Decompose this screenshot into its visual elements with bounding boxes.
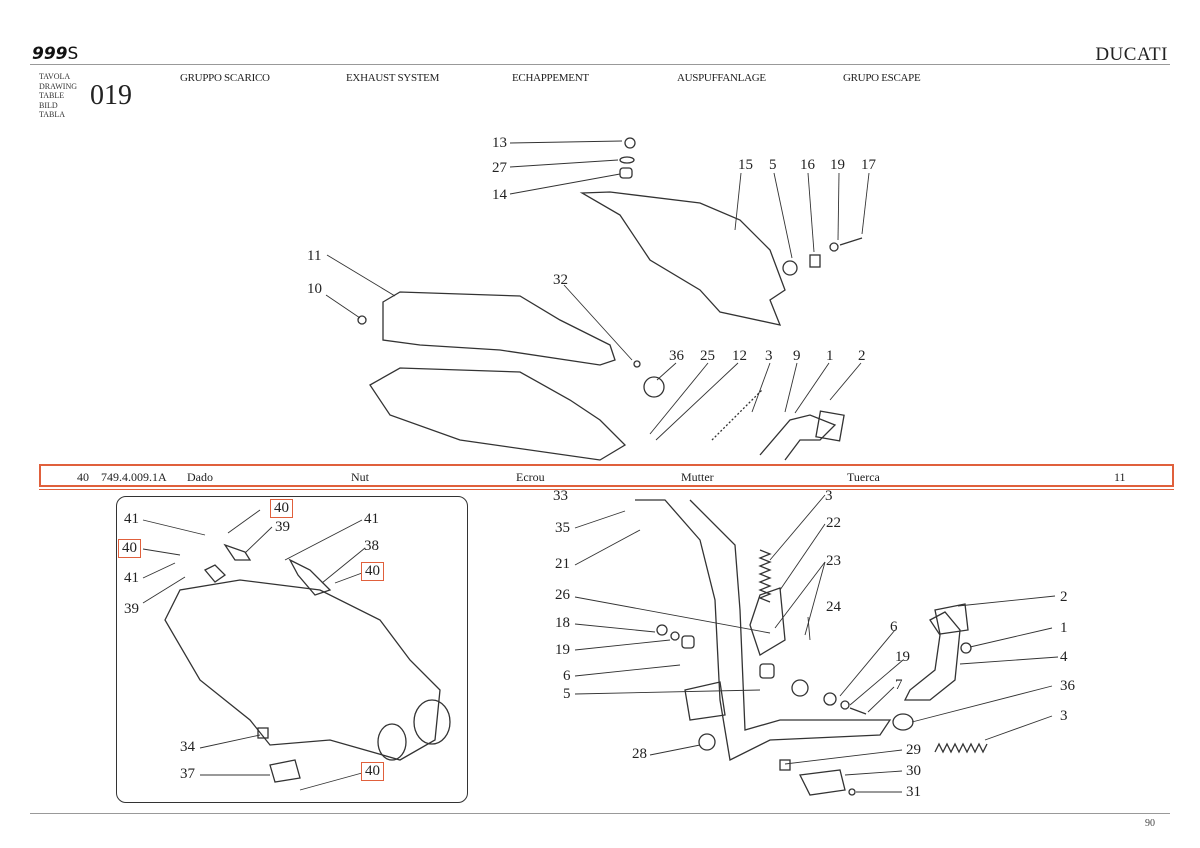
callout-ref[interactable]: 31 xyxy=(906,784,921,800)
callout-ref[interactable]: 27 xyxy=(492,160,507,176)
header-divider xyxy=(30,64,1170,65)
group-title-de: AUSPUFFANLAGE xyxy=(677,72,766,84)
model-name: 999S xyxy=(32,44,79,64)
callout-ref[interactable]: 10 xyxy=(307,281,322,297)
callout-ref[interactable]: 19 xyxy=(895,649,910,665)
callout-ref[interactable]: 15 xyxy=(738,157,753,173)
callout-ref[interactable]: 29 xyxy=(906,742,921,758)
callout-ref[interactable]: 3 xyxy=(765,348,773,364)
part-ref: 40 xyxy=(77,470,89,484)
callout-ref[interactable]: 19 xyxy=(555,642,570,658)
front-pipe-part xyxy=(635,499,892,761)
table-label: DRAWING xyxy=(39,81,78,91)
callout-ref[interactable]: 16 xyxy=(800,157,815,173)
page-number: 90 xyxy=(1145,818,1155,829)
callout-ref-highlighted[interactable]: 40 xyxy=(118,539,141,558)
callout-ref[interactable]: 24 xyxy=(826,599,841,615)
part-qty: 11 xyxy=(1114,470,1126,484)
inset-detail-panel xyxy=(116,496,468,803)
callout-ref[interactable]: 30 xyxy=(906,763,921,779)
footer-divider xyxy=(30,813,1170,814)
callout-ref[interactable]: 1 xyxy=(826,348,834,364)
callout-ref[interactable]: 39 xyxy=(275,519,290,535)
callout-ref[interactable]: 28 xyxy=(632,746,647,762)
header-pipe-part xyxy=(759,414,837,461)
spring-part xyxy=(758,549,772,603)
callout-ref[interactable]: 12 xyxy=(732,348,747,364)
callout-ref[interactable]: 5 xyxy=(563,686,571,702)
callout-ref[interactable]: 6 xyxy=(563,668,571,684)
callout-ref[interactable]: 41 xyxy=(124,570,139,586)
rear-pipe-part xyxy=(903,611,961,701)
callout-ref[interactable]: 32 xyxy=(553,272,568,288)
parts-list-row-highlighted[interactable]: 40 749.4.009.1A Dado Nut Ecrou Mutter Tu… xyxy=(39,464,1174,487)
table-label: BILD xyxy=(39,100,58,110)
callout-ref[interactable]: 5 xyxy=(769,157,777,173)
callout-ref[interactable]: 23 xyxy=(826,553,841,569)
spring-part xyxy=(934,742,988,754)
part-desc-de: Mutter xyxy=(681,470,714,484)
callout-ref[interactable]: 35 xyxy=(555,520,570,536)
callout-ref[interactable]: 41 xyxy=(124,511,139,527)
callout-ref[interactable]: 3 xyxy=(825,488,833,504)
callout-ref[interactable]: 26 xyxy=(555,587,570,603)
table-number: 019 xyxy=(90,80,132,111)
heat-shield-part xyxy=(579,191,786,326)
callout-ref[interactable]: 39 xyxy=(124,601,139,617)
callout-ref-highlighted[interactable]: 40 xyxy=(361,562,384,581)
callout-ref[interactable]: 6 xyxy=(890,619,898,635)
exhaust-exploded-diagram xyxy=(142,137,1059,796)
callout-ref[interactable]: 36 xyxy=(1060,678,1075,694)
callout-ref-highlighted[interactable]: 40 xyxy=(361,762,384,781)
callout-ref[interactable]: 22 xyxy=(826,515,841,531)
callout-ref[interactable]: 18 xyxy=(555,615,570,631)
callout-ref-highlighted[interactable]: 40 xyxy=(270,499,293,518)
part-desc-es: Tuerca xyxy=(847,470,880,484)
part-desc-en: Nut xyxy=(351,470,369,484)
callout-ref[interactable]: 1 xyxy=(1060,620,1068,636)
inset-muffler-part xyxy=(164,579,441,761)
group-title-en: EXHAUST SYSTEM xyxy=(346,72,440,84)
table-label: TABLE xyxy=(39,91,65,100)
group-title-it: GRUPPO SCARICO xyxy=(180,72,270,84)
callout-ref[interactable]: 21 xyxy=(555,556,570,572)
callout-ref[interactable]: 11 xyxy=(307,248,322,264)
callout-ref[interactable]: 13 xyxy=(492,135,507,151)
callout-ref[interactable]: 19 xyxy=(830,157,845,173)
group-title-fr: ECHAPPEMENT xyxy=(512,72,589,84)
table-label: TABLA xyxy=(39,110,66,119)
callout-ref[interactable]: 4 xyxy=(1060,649,1068,665)
callout-ref[interactable]: 2 xyxy=(858,348,866,364)
callout-ref[interactable]: 7 xyxy=(895,677,903,693)
callout-ref[interactable]: 38 xyxy=(364,538,379,554)
part-desc-fr: Ecrou xyxy=(516,470,545,484)
muffler-cover-part xyxy=(382,291,616,366)
parts-list-next-row xyxy=(39,489,1174,495)
brand-name: DUCATI xyxy=(1095,44,1168,65)
callout-ref[interactable]: 33 xyxy=(553,488,568,504)
callout-ref[interactable]: 37 xyxy=(180,766,195,782)
callout-ref[interactable]: 36 xyxy=(669,348,684,364)
callout-ref[interactable]: 9 xyxy=(793,348,801,364)
callout-ref[interactable]: 14 xyxy=(492,187,507,203)
table-label-stack: TAVOLA DRAWING TABLE BILD TABLA xyxy=(39,72,77,120)
group-title-es: GRUPO ESCAPE xyxy=(843,72,921,84)
callout-ref[interactable]: 3 xyxy=(1060,708,1068,724)
callout-ref[interactable]: 41 xyxy=(364,511,379,527)
callout-ref[interactable]: 2 xyxy=(1060,589,1068,605)
part-desc-it: Dado xyxy=(187,470,213,484)
callout-ref[interactable]: 25 xyxy=(700,348,715,364)
part-code: 749.4.009.1A xyxy=(101,470,167,484)
callout-ref[interactable]: 34 xyxy=(180,739,195,755)
table-label: TAVOLA xyxy=(39,72,71,81)
callout-ref[interactable]: 17 xyxy=(861,157,876,173)
muffler-body-part xyxy=(369,367,627,461)
